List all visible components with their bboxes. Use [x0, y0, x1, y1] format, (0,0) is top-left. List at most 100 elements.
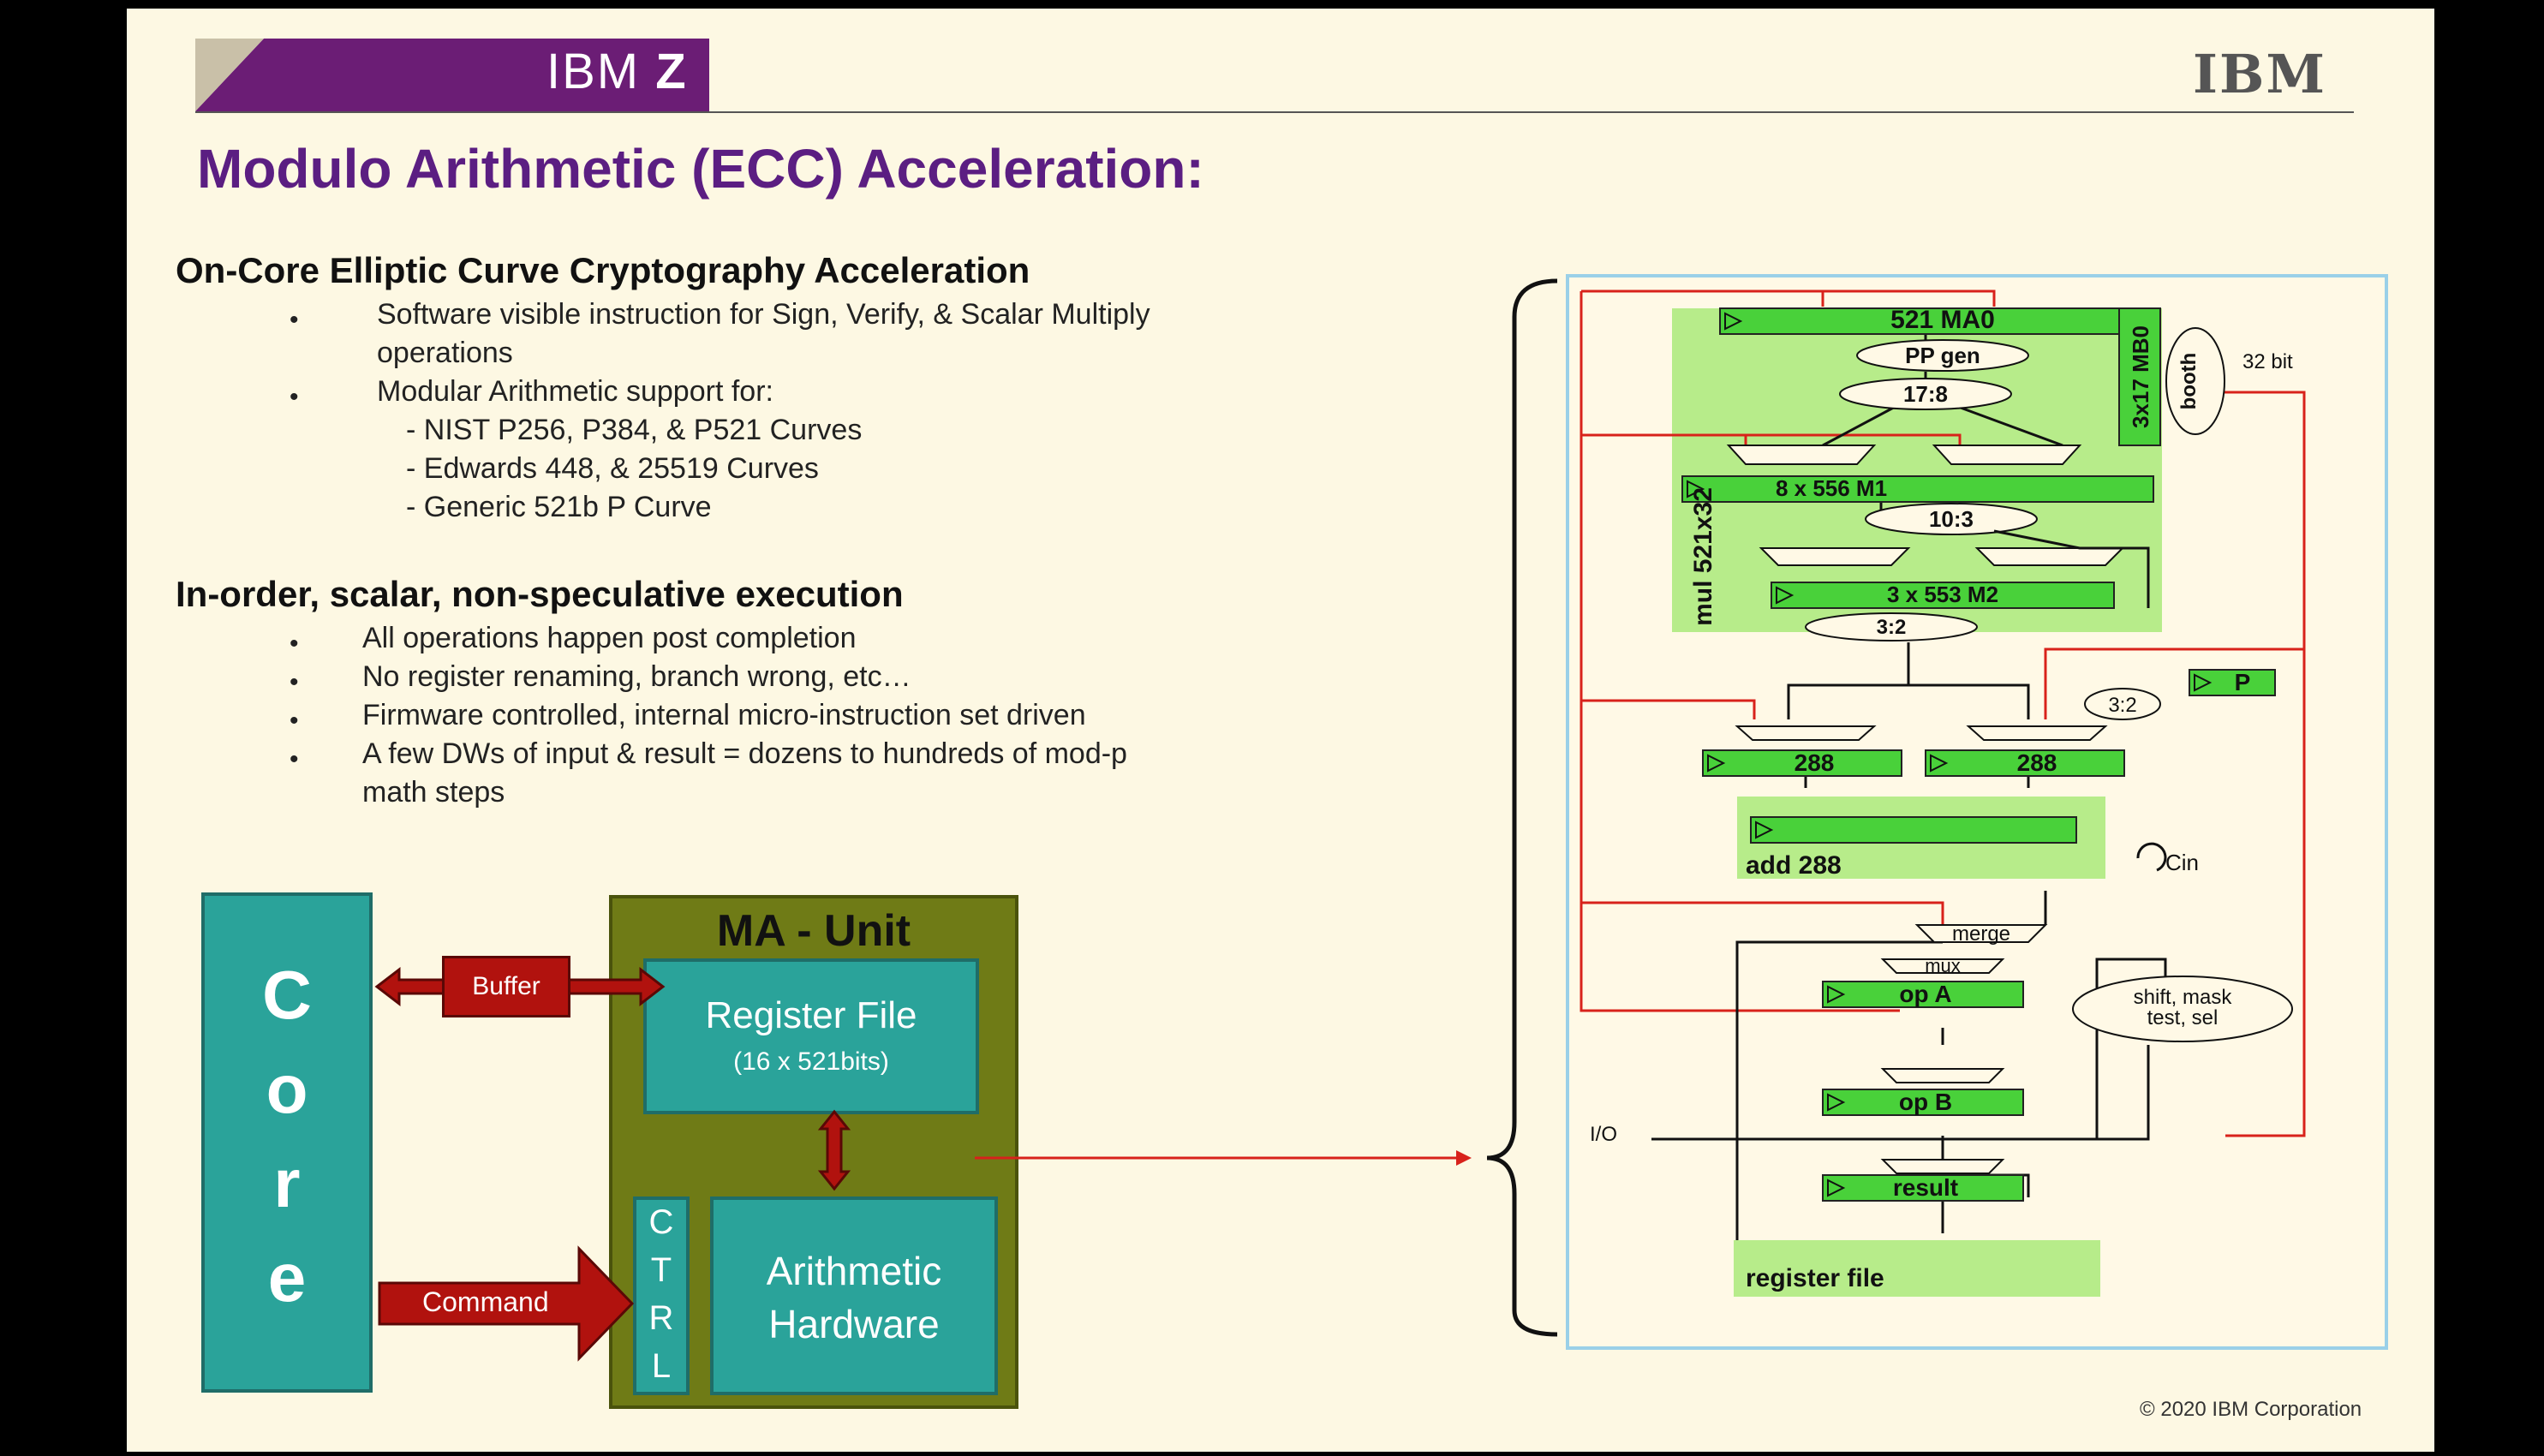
m1-clock-icon — [1687, 480, 1705, 498]
mux-trapezoid — [1759, 547, 1911, 566]
result-label: result — [1893, 1174, 1958, 1201]
slide: IBM Z IBM Modulo Arithmetic (ECC) Accele… — [127, 9, 2434, 1452]
opa-register — [1822, 981, 2024, 1008]
list-item: Software visible instruction for Sign, V… — [377, 298, 1150, 331]
core-box: C o r e — [201, 892, 373, 1393]
m2-register — [1771, 582, 2115, 609]
command-arrow — [378, 1245, 635, 1362]
r288a-register — [1702, 749, 1902, 777]
booth-label: booth — [2177, 353, 2201, 410]
booth-stage — [2165, 327, 2225, 435]
register-file-size: (16 x 521bits) — [733, 1047, 889, 1076]
r288a-label: 288 — [1795, 749, 1835, 776]
r32-stage — [1805, 612, 1978, 641]
mux-trapezoid — [1726, 445, 1877, 465]
pipeline-regfile-label: register file — [1746, 1264, 1884, 1292]
r288a-clock-icon — [1707, 754, 1726, 773]
ppgen-label: PP gen — [1905, 343, 1980, 368]
core-letter: C — [262, 957, 312, 1033]
opb-register — [1822, 1089, 2024, 1116]
mux-trapezoid — [1966, 725, 2108, 741]
brand-name: IBM — [546, 44, 641, 99]
r103-stage — [1865, 503, 2038, 535]
ctrl-letter: C — [648, 1203, 674, 1241]
register-file-label: Register File — [705, 994, 917, 1036]
command-label: Command — [422, 1286, 549, 1317]
opa-clock-icon — [1827, 985, 1846, 1004]
link-arrow-head — [1456, 1150, 1472, 1166]
core-letter: e — [267, 1239, 307, 1316]
ibm-logo: IBM — [2193, 43, 2327, 105]
bullet-dot: • — [290, 306, 299, 334]
bullet-dot: • — [290, 707, 299, 735]
ctrl-letter: R — [648, 1299, 674, 1337]
io-label: I/O — [1590, 1123, 1617, 1146]
feedback-lines — [1580, 289, 2306, 1137]
r178-label: 17:8 — [1903, 381, 1948, 407]
sub-item: - Edwards 448, & 25519 Curves — [406, 452, 819, 485]
ctrl-letter: T — [650, 1251, 672, 1289]
bullet-dot: • — [290, 668, 299, 696]
header-divider — [195, 111, 2354, 113]
r32-label: 3:2 — [1877, 616, 1907, 639]
pipeline-regfile-box — [1734, 1240, 2100, 1297]
r288b-label: 288 — [2017, 749, 2057, 776]
sub-item: - NIST P256, P384, & P521 Curves — [406, 414, 863, 446]
ma0-clock-icon — [1724, 312, 1743, 331]
mux-trapezoid — [1735, 725, 1877, 741]
mb0-label: 3x17 MB0 — [2128, 325, 2153, 428]
curly-brace — [1486, 278, 1558, 1337]
result-clock-icon — [1827, 1179, 1846, 1197]
arithmetic-hardware-box: Arithmetic Hardware — [710, 1196, 998, 1395]
ma0-label: 521 MA0 — [1890, 306, 1995, 334]
result-register — [1822, 1174, 2024, 1202]
core-letter: r — [273, 1145, 301, 1221]
opb-label: op B — [1899, 1089, 1952, 1115]
brand-logo: IBM Z — [546, 43, 688, 100]
add288-label: add 288 — [1746, 851, 1842, 880]
mul-label: mul 521x32 — [1689, 487, 1717, 626]
m2-label: 3 x 553 M2 — [1887, 582, 1998, 607]
brand-z: Z — [655, 44, 688, 99]
r178-stage — [1839, 378, 2012, 410]
add288-register — [1750, 816, 2077, 844]
ppgen-stage — [1856, 339, 2029, 372]
add288-clock-icon — [1755, 820, 1774, 839]
regfile-arith-arrow — [817, 1109, 851, 1191]
mux-label: mux — [1925, 955, 1961, 976]
list-item: All operations happen post completion — [362, 622, 857, 654]
mb0-register — [2118, 307, 2161, 446]
copyright: © 2020 IBM Corporation — [2140, 1398, 2362, 1421]
cin-loop-icon — [2136, 842, 2167, 872]
bullet-dot: • — [290, 745, 299, 773]
ma0-register — [1719, 307, 2141, 335]
ctrl-box: C T R L — [633, 1196, 690, 1395]
ma-unit-title: MA - Unit — [716, 906, 911, 956]
sub-item: - Generic 521b P Curve — [406, 491, 712, 523]
mux-trapezoid — [1932, 445, 2082, 465]
bullet-dot: • — [290, 630, 299, 658]
m2-feed-line — [1993, 529, 2150, 608]
p-label: P — [2235, 669, 2251, 695]
mux-trapezoid — [1974, 547, 2125, 566]
list-item-continuation: math steps — [362, 776, 505, 809]
shift-label-1: shift, mask — [2134, 986, 2233, 1009]
r288b-clock-icon — [1930, 754, 1949, 773]
p-clock-icon — [2194, 673, 2213, 692]
core-letter: o — [266, 1051, 308, 1127]
opb-clock-icon — [1827, 1093, 1846, 1112]
r103-label: 10:3 — [1929, 506, 1974, 532]
buffer-box: Buffer — [442, 956, 570, 1017]
r288b-register — [1925, 749, 2125, 777]
arith-label-line1: Arithmetic — [766, 1249, 942, 1293]
brand-bar — [195, 39, 709, 111]
list-item: No register renaming, branch wrong, etc… — [362, 660, 911, 693]
mux-trapezoid — [1880, 958, 2005, 974]
shift-label-2: test, sel — [2147, 1006, 2219, 1029]
ma-unit-box: MA - Unit Register File (16 x 521bits) C… — [609, 895, 1018, 1409]
r32b-stage — [2084, 688, 2161, 720]
m2-clock-icon — [1776, 586, 1795, 605]
merge-label: merge — [1952, 922, 2010, 946]
cin-label: Cin — [2165, 850, 2199, 875]
arith-label-line2: Hardware — [768, 1302, 940, 1346]
